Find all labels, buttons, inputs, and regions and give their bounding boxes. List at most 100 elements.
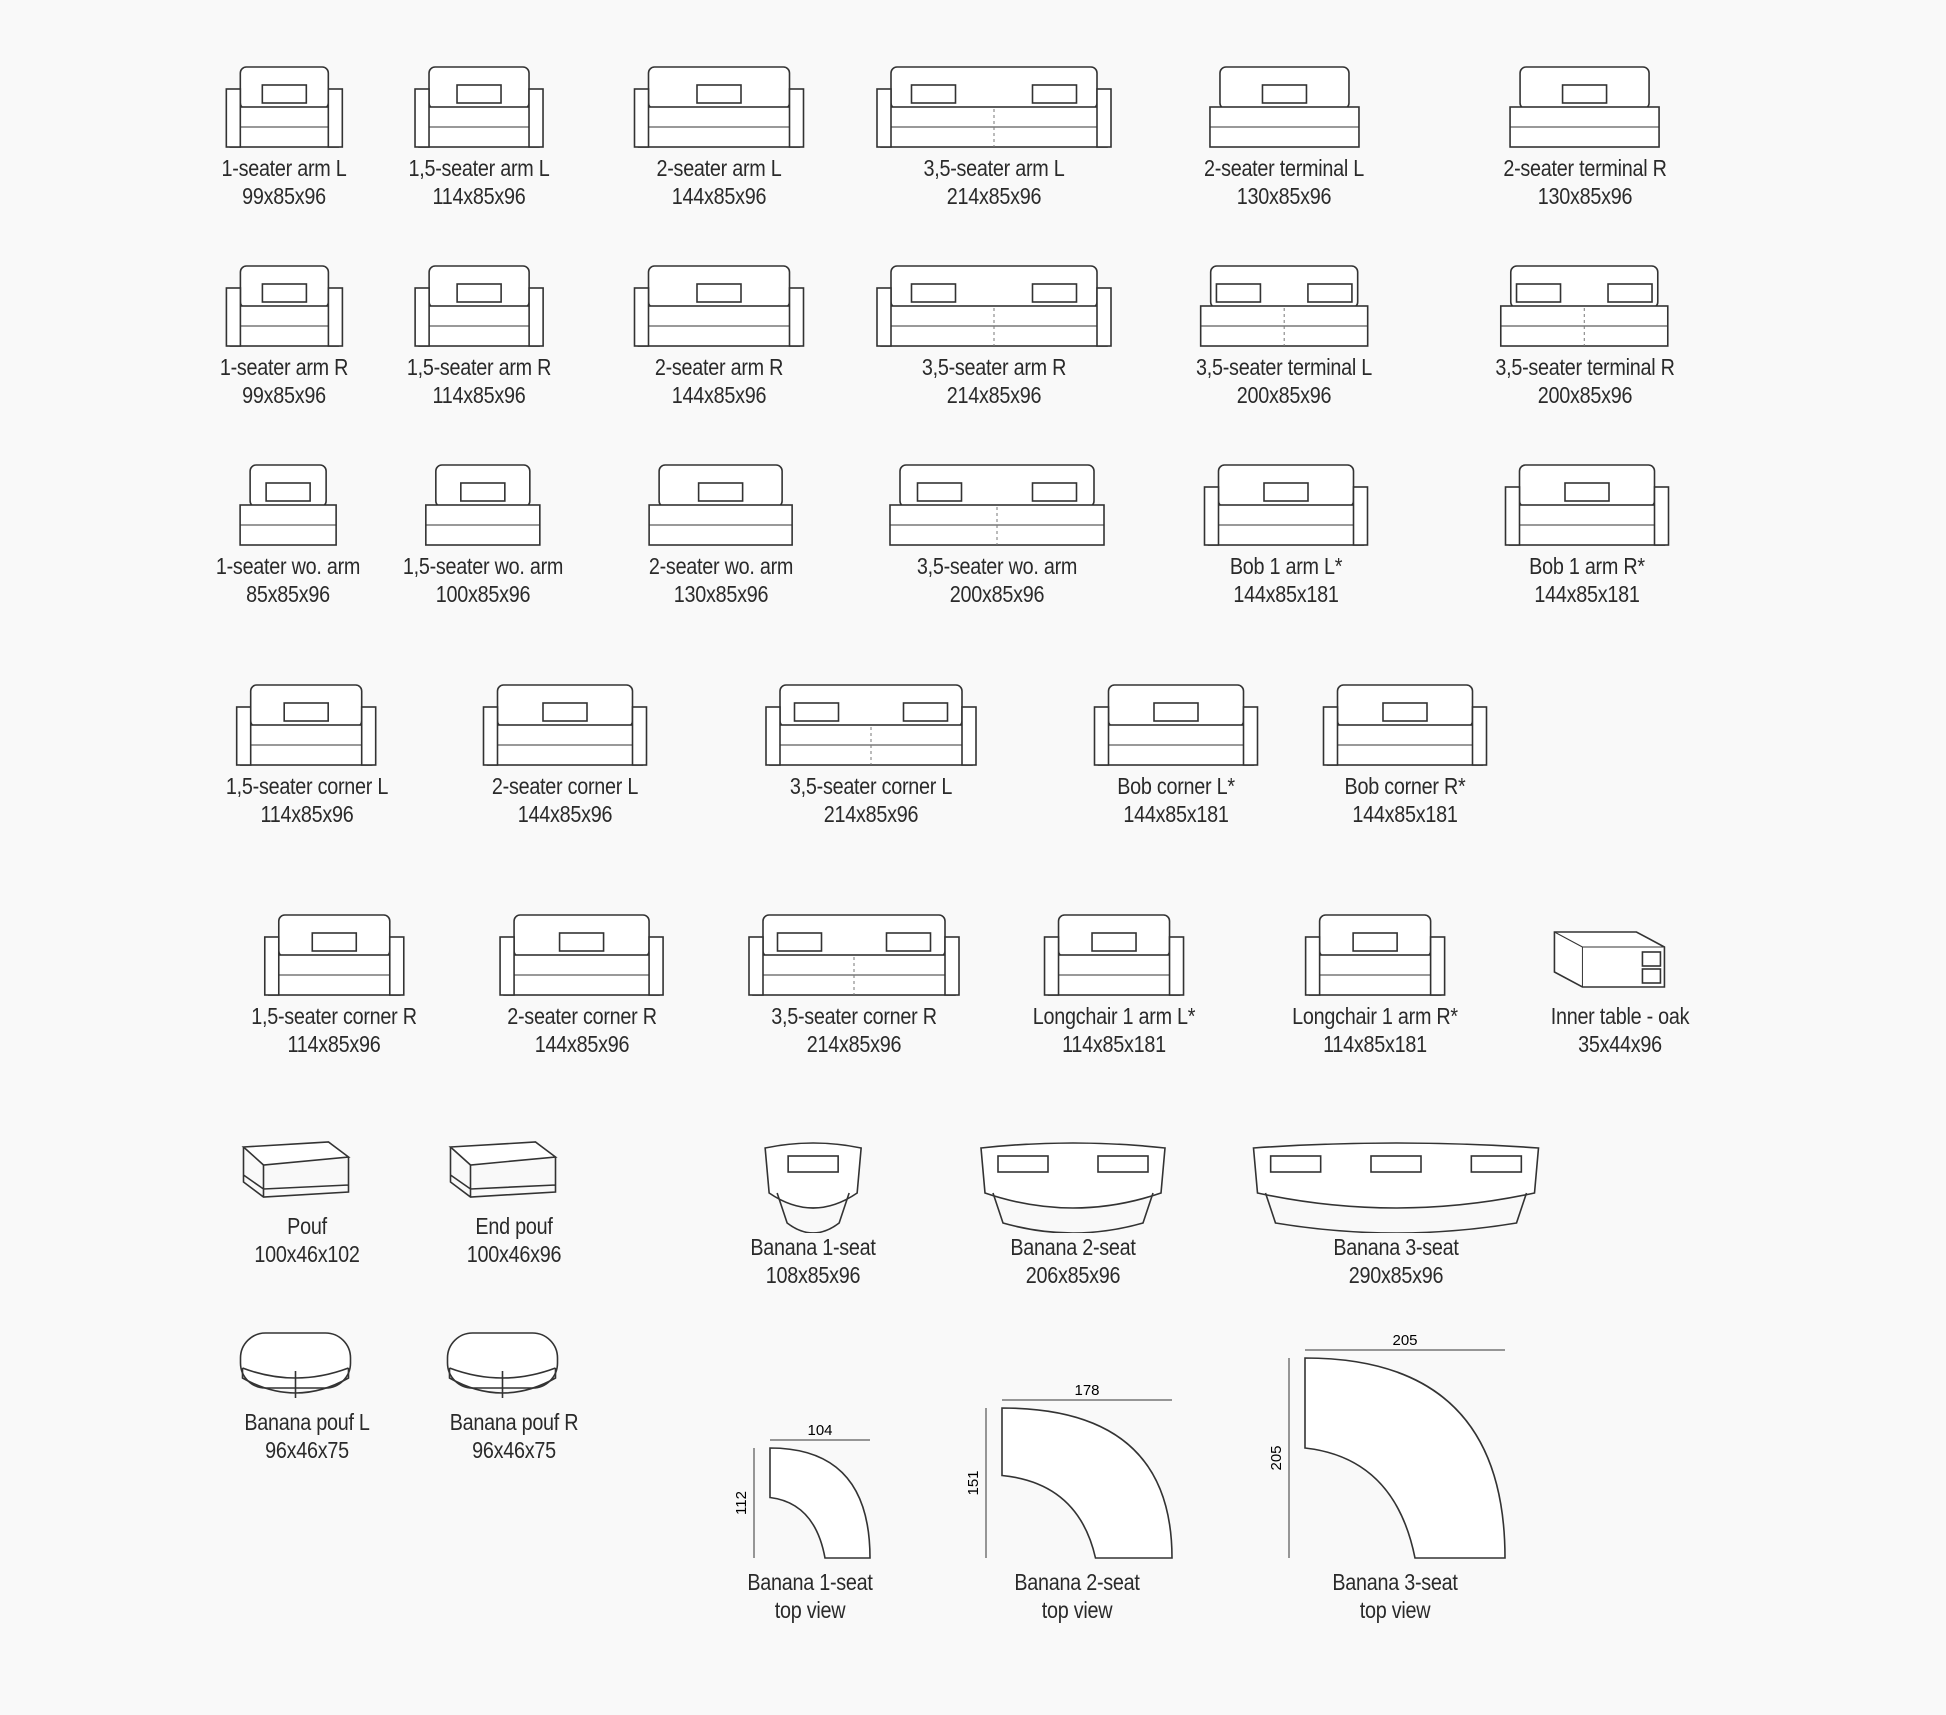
module-size: 114x85x96 <box>432 183 526 210</box>
module-name: 3,5-seater terminal L <box>1196 354 1373 381</box>
sofa-module-drawing <box>1304 914 1446 996</box>
sofa-module-drawing <box>239 1332 351 1398</box>
module-name: 3,5-seater wo. arm <box>916 552 1077 579</box>
module-name: 3,5-seater corner R <box>771 1003 937 1030</box>
module-name: Banana 1-seat <box>750 1233 876 1260</box>
sofa-module-drawing <box>499 914 665 996</box>
module-size: 99x85x96 <box>242 183 327 210</box>
module-size: 130x85x96 <box>1537 183 1633 210</box>
module-size: 114x85x181 <box>1062 1031 1167 1058</box>
module-size: 108x85x96 <box>765 1261 861 1288</box>
module-name: Bob corner L* <box>1117 773 1236 800</box>
depth-label: 205 <box>1268 1445 1285 1470</box>
module-name: 3,5-seater corner L <box>790 773 953 800</box>
module-name: Bob 1 arm R* <box>1529 552 1646 579</box>
top-view-item: 178 151 Banana 2-seat top view <box>962 1378 1192 1624</box>
top-view-item: 104 112 Banana 1-seat top view <box>730 1418 890 1624</box>
sofa-module-drawing <box>414 66 544 149</box>
module-name: Bob corner R* <box>1344 773 1466 800</box>
module-size: 100x85x96 <box>435 580 531 607</box>
module-name: 2-seater arm L <box>656 155 782 182</box>
depth-label: 151 <box>965 1470 982 1495</box>
top-view-sub: top view <box>1041 1596 1113 1623</box>
module-name: Banana pouf R <box>449 1408 579 1435</box>
top-view-name: Banana 3-seat <box>1332 1568 1458 1595</box>
module-item: Bob corner L*144x85x181 <box>1091 677 1262 828</box>
sofa-module-drawing <box>241 1140 351 1198</box>
sofa-module-drawing <box>1504 463 1670 546</box>
top-view-sub: top view <box>1359 1596 1431 1623</box>
module-size: 130x85x96 <box>673 580 769 607</box>
sofa-module-drawing <box>888 463 1105 546</box>
module-size: 96x46x75 <box>471 1436 556 1463</box>
sofa-module-drawing <box>876 66 1112 149</box>
module-size: 144x85x96 <box>534 1031 630 1058</box>
module-name: 2-seater wo. arm <box>648 552 794 579</box>
sofa-module-drawing <box>1252 1142 1540 1233</box>
sofa-module-drawing <box>1553 931 1665 988</box>
module-name: Longchair 1 arm R* <box>1292 1003 1458 1030</box>
sofa-module-drawing <box>414 265 544 347</box>
sofa-module-drawing <box>876 265 1112 347</box>
width-label: 178 <box>1075 1382 1100 1399</box>
sofa-module-drawing <box>1203 463 1368 546</box>
module-name: Banana 2-seat <box>1010 1233 1137 1260</box>
sofa-module-drawing <box>448 1140 558 1198</box>
module-size: 85x85x96 <box>246 580 330 607</box>
sofa-module-drawing <box>747 914 960 996</box>
module-item: Longchair 1 arm R*114x85x181 <box>1279 907 1472 1058</box>
module-item: Bob 1 arm L*144x85x181 <box>1200 457 1371 608</box>
module-name: 1,5-seater corner R <box>251 1003 417 1030</box>
module-size: 114x85x96 <box>287 1031 381 1058</box>
module-size: 144x85x96 <box>671 183 766 210</box>
top-view-drawing: 104 112 <box>733 1422 872 1559</box>
module-name: 2-seater corner R <box>507 1003 657 1030</box>
module-size: 290x85x96 <box>1348 1261 1444 1288</box>
module-size: 96x46x75 <box>264 1436 349 1463</box>
module-size: 144x85x96 <box>517 801 612 828</box>
module-name: 1-seater wo. arm <box>215 552 361 579</box>
sofa-module-drawing <box>1500 265 1670 347</box>
module-size: 144x85x181 <box>1233 580 1339 607</box>
module-size: 200x85x96 <box>1537 382 1633 409</box>
module-name: Pouf <box>286 1212 327 1239</box>
module-size: 214x85x96 <box>946 382 1042 409</box>
sofa-module-drawing <box>763 1142 862 1233</box>
module-name: Inner table - oak <box>1550 1003 1689 1030</box>
sofa-module-drawing <box>648 463 794 546</box>
module-size: 200x85x96 <box>1237 382 1332 409</box>
module-size: 206x85x96 <box>1026 1261 1121 1288</box>
module-name: Bob 1 arm L* <box>1229 552 1342 579</box>
module-name: 2-seater terminal R <box>1503 155 1667 182</box>
sofa-module-drawing <box>765 684 977 767</box>
module-name: 2-seater corner L <box>491 773 638 800</box>
top-view-drawing: 205 205 <box>1268 1332 1506 1559</box>
module-name: 1,5-seater arm L <box>408 155 550 182</box>
module-size: 214x85x96 <box>946 183 1042 210</box>
depth-label: 112 <box>733 1491 750 1515</box>
top-view-name: Banana 1-seat <box>747 1568 874 1595</box>
width-label: 104 <box>808 1422 833 1439</box>
module-name: 1,5-seater corner L <box>225 773 388 800</box>
top-view-name: Banana 2-seat <box>1014 1568 1141 1595</box>
module-name: Longchair 1 arm L* <box>1033 1003 1196 1030</box>
module-size: 114x85x181 <box>1323 1031 1427 1058</box>
module-size: 99x85x96 <box>242 382 327 409</box>
sofa-module-drawing <box>1094 684 1259 767</box>
